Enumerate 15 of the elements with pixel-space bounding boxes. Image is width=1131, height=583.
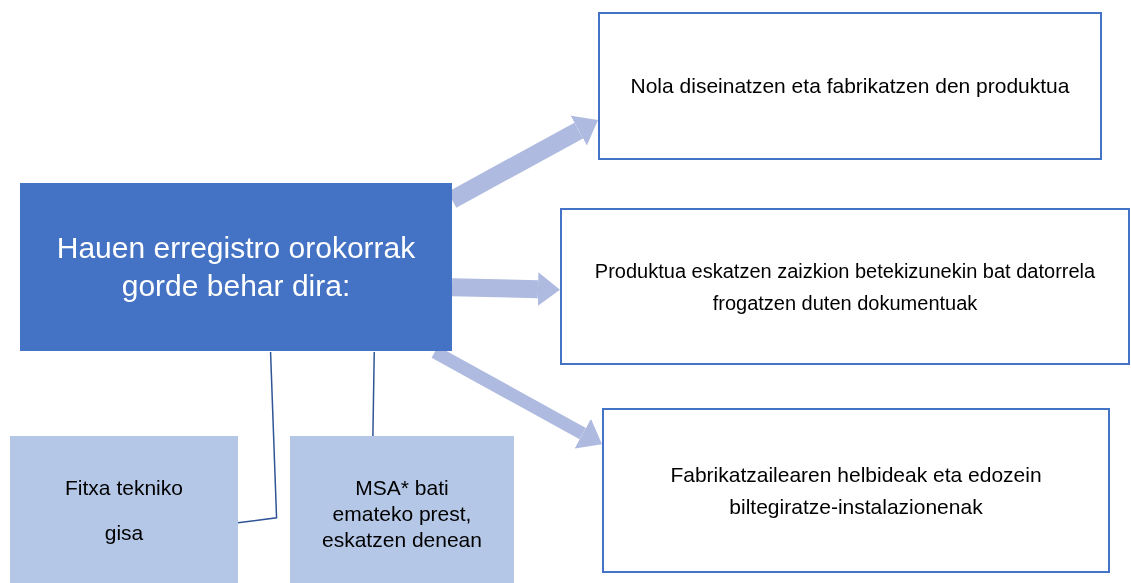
connector-line: [237, 351, 278, 524]
block-arrow: [451, 272, 560, 307]
box-text: Hauen erregistro orokorrak gorde behar dira:: [55, 230, 417, 304]
outlined-box: [602, 408, 1110, 573]
box-text: Fabrikatzailearen helbideak eta edozein biltegiratze-instalazionenak: [669, 461, 1043, 520]
outlined-box: [560, 208, 1130, 365]
box-text: Fitxa tekniko gisa: [64, 474, 184, 546]
shaded-box: [290, 436, 514, 583]
main-box: [20, 183, 452, 351]
shaded-box: [10, 436, 238, 583]
outlined-box: [598, 12, 1102, 160]
box-text: Nola diseinatzen eta fabrikatzen den produktua: [630, 73, 1070, 99]
box-text: MSA* bati emateko prest, eskatzen denean: [322, 474, 482, 553]
box-text: Produktua eskatzen zaizkion betekizunekin bat datorrela frogatzen duten dokumentuak: [593, 258, 1097, 316]
connector-line: [372, 351, 375, 437]
